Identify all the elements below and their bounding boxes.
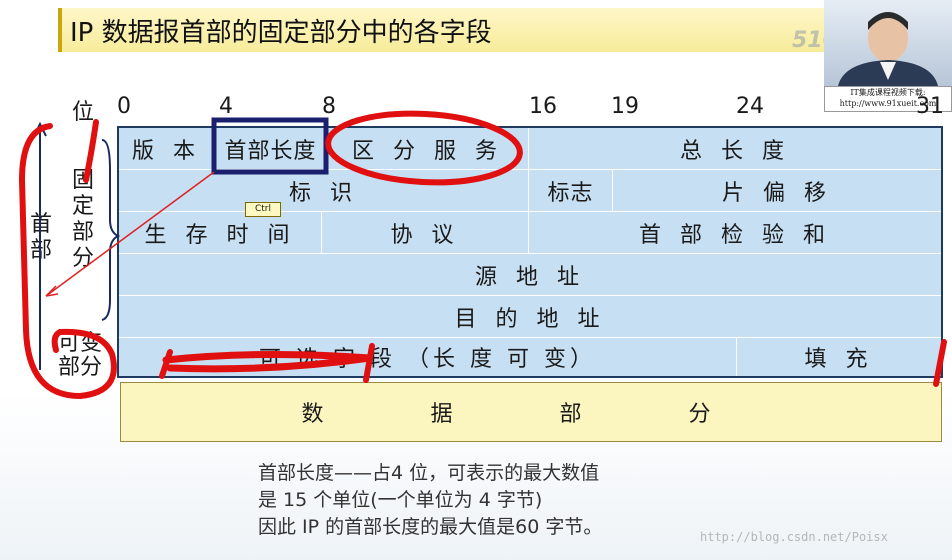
red-circle-left <box>18 123 117 400</box>
field-flags: 标志 <box>529 170 613 212</box>
field-padding: 填 充 <box>804 347 874 372</box>
field-protocol: 协 议 <box>322 212 529 254</box>
field-ttl: 生 存 时 间 <box>119 212 322 254</box>
field-identification: 标 识 <box>119 170 529 212</box>
red-tick-options-left <box>159 349 173 379</box>
red-stroke-left-top <box>83 119 99 183</box>
side-label-header: 首部 <box>30 212 53 263</box>
note-line-1: 首部长度——占4 位，可表示的最大数值 <box>258 462 600 484</box>
red-tick-options-right <box>363 343 375 383</box>
bit-unit-label: 位 <box>72 100 95 125</box>
red-scribble-options <box>162 350 371 373</box>
header-length-highlight-box <box>211 117 329 175</box>
presenter-photo <box>824 0 952 86</box>
ctrl-key-tooltip: Ctrl <box>245 202 281 217</box>
field-total-length: 总 长 度 <box>529 128 941 170</box>
note-line-3: 因此 IP 的首部长度的最大值是60 字节。 <box>258 516 603 538</box>
field-diff-service: 区 分 服 务 <box>327 128 529 170</box>
bit-tick-0: 0 <box>117 94 131 119</box>
caption-line-2: http://www.91xueit.com <box>839 99 937 108</box>
red-tick-right-edge <box>933 339 947 387</box>
pointer-arrow-head <box>45 285 59 297</box>
title-bar <box>58 8 832 52</box>
side-label-fixed: 固定部分 <box>72 168 95 271</box>
page-title: IP 数据报首部的固定部分中的各字段 <box>70 18 492 48</box>
red-circle-diff-service <box>325 110 523 186</box>
bit-tick-8: 8 <box>322 94 336 119</box>
bit-tick-31: 31 <box>916 94 944 119</box>
bit-tick-24: 24 <box>736 94 764 119</box>
field-version: 版 本 <box>119 128 215 170</box>
data-part: 数 据 部 分 <box>120 382 942 442</box>
presenter-figure <box>838 12 938 86</box>
caption-line-1: IT集成课程视频下载: <box>850 88 926 97</box>
blog-watermark: http://blog.csdn.net/Poisx <box>700 530 888 544</box>
fixed-part-brace <box>101 139 121 321</box>
presenter-caption: IT集成课程视频下载: http://www.91xueit.com <box>824 86 952 112</box>
bit-tick-16: 16 <box>529 94 557 119</box>
note-line-2: 是 15 个单位(一个单位为 4 字节) <box>258 489 543 511</box>
field-fragment-offset: 片 偏 移 <box>613 170 941 212</box>
ip-header-grid <box>117 126 943 378</box>
field-destination-address: 目 的 地 址 <box>119 296 941 338</box>
bit-tick-4: 4 <box>219 94 233 119</box>
field-checksum: 首 部 检 验 和 <box>529 212 941 254</box>
pointer-arrow-line <box>45 171 215 297</box>
field-source-address: 源 地 址 <box>119 254 941 296</box>
bit-tick-19: 19 <box>611 94 639 119</box>
